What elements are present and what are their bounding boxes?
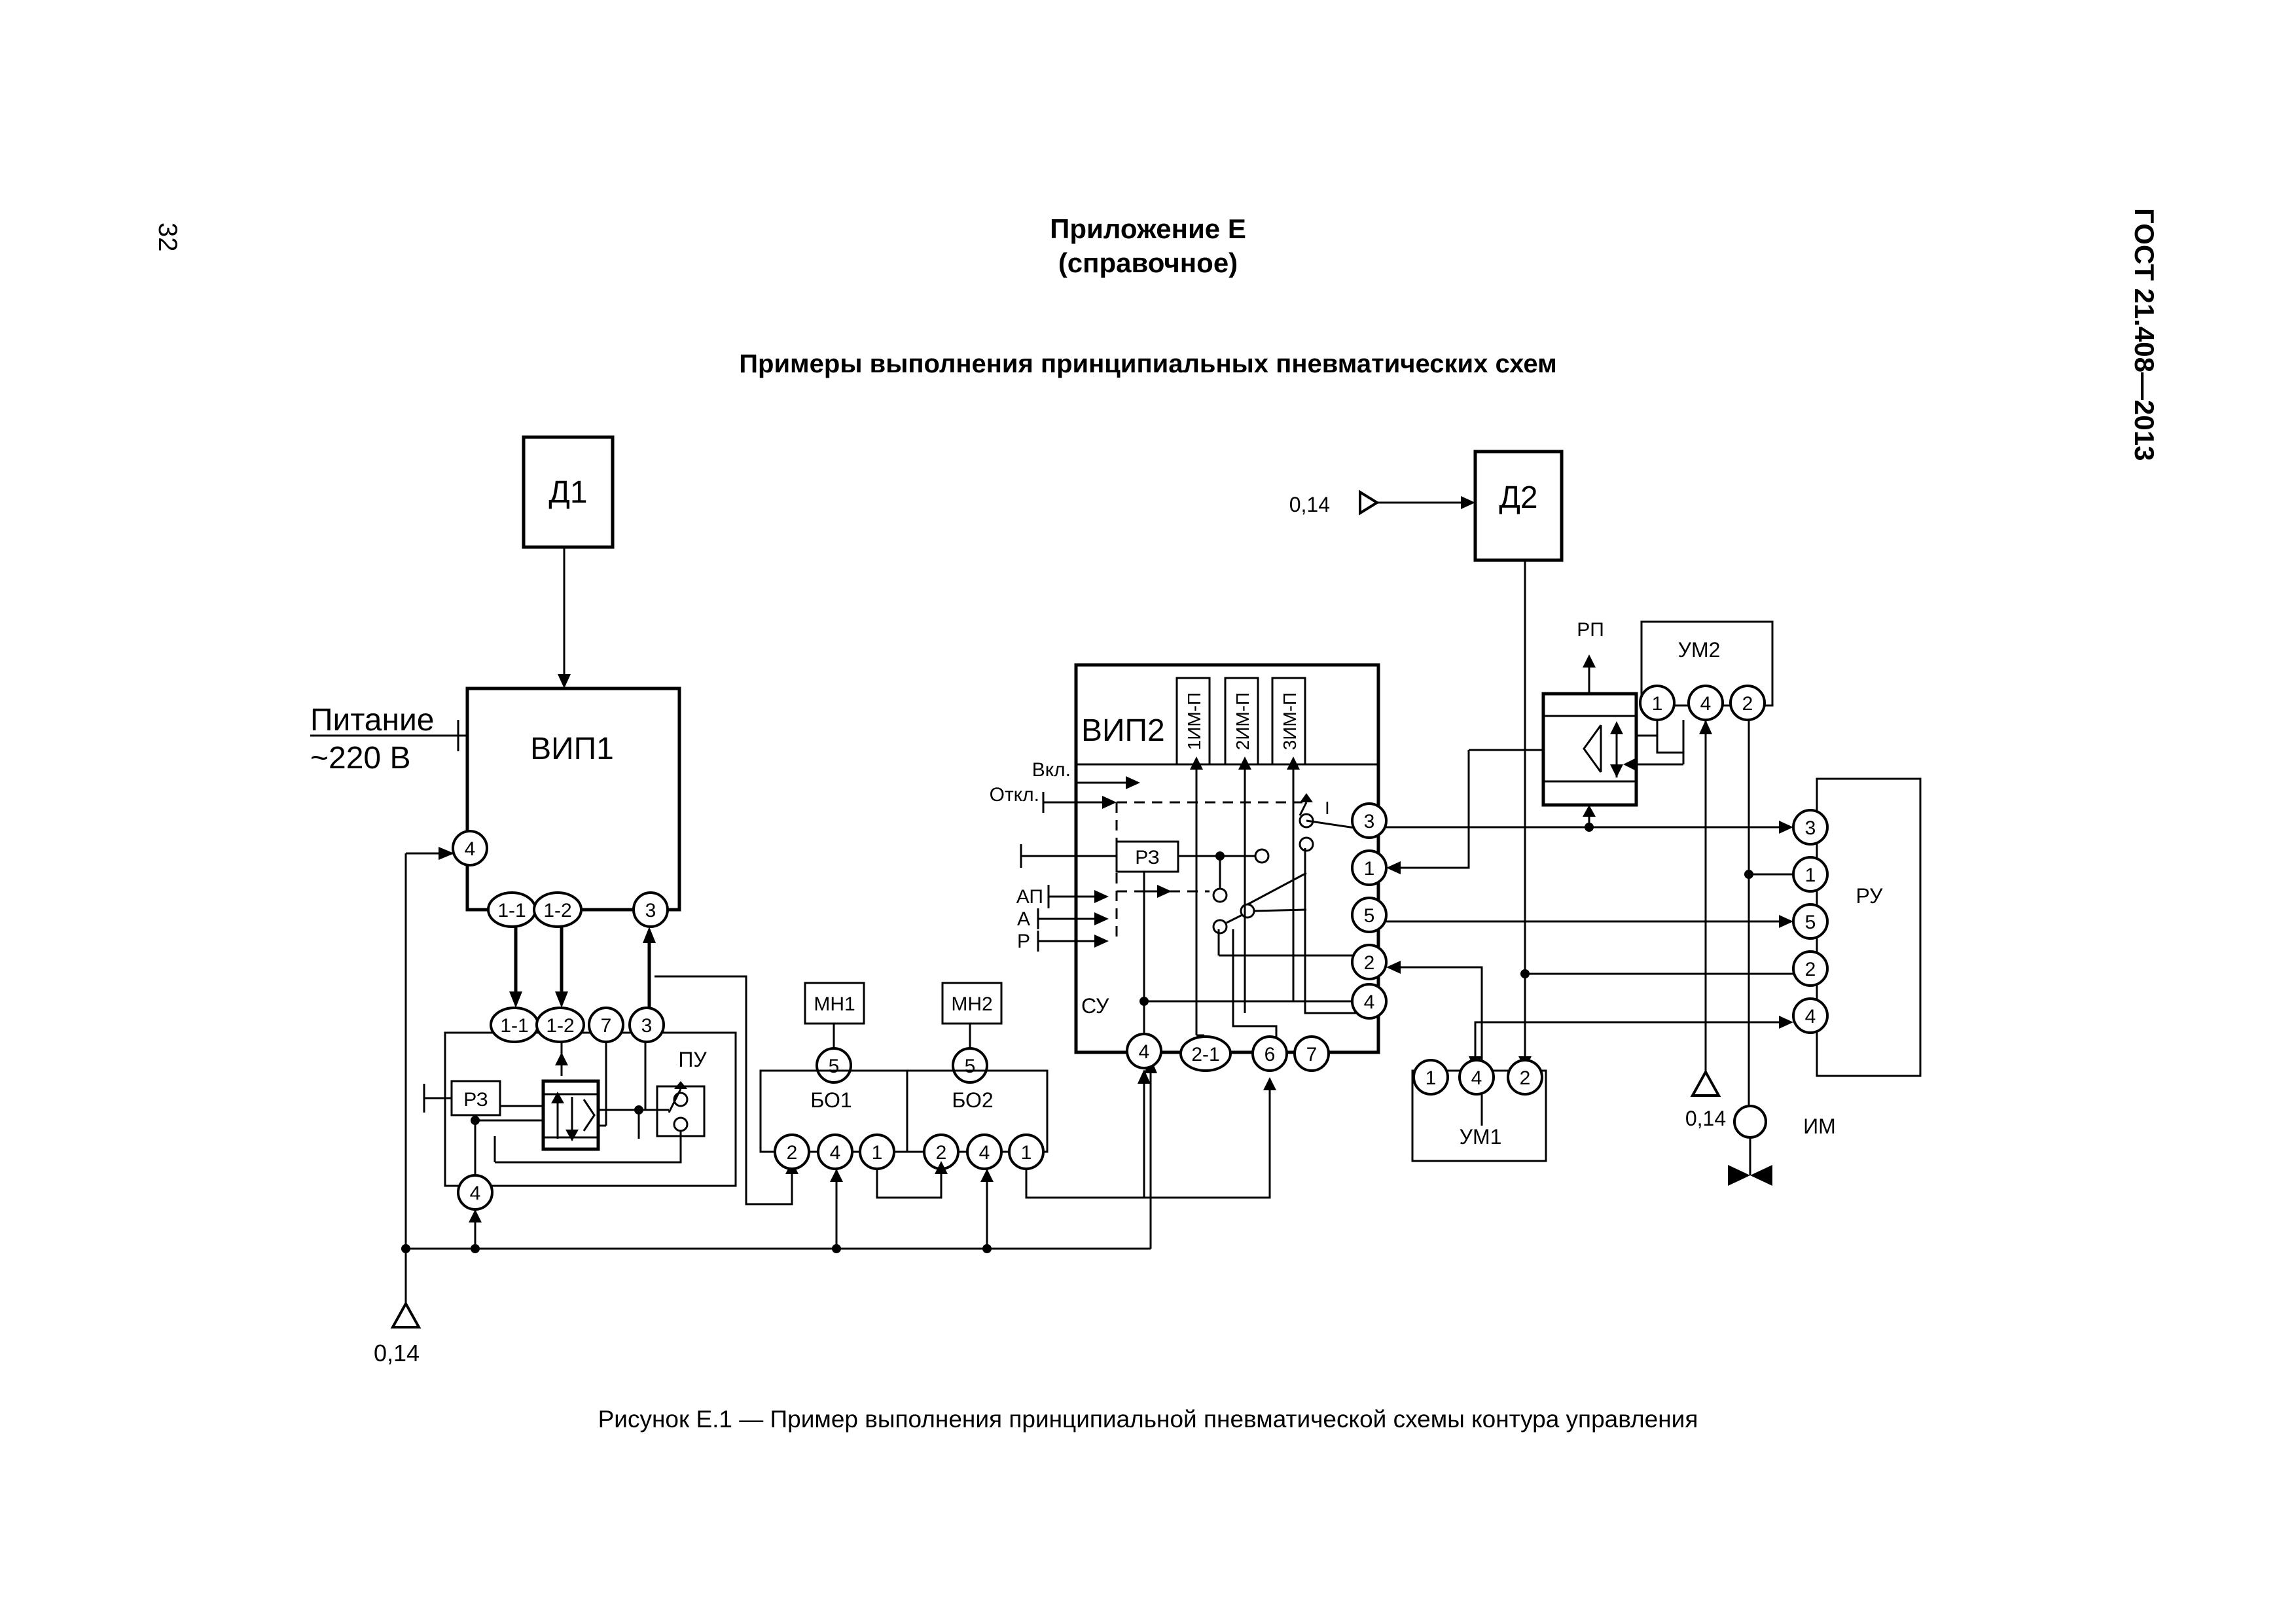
vip1-port-4: 4 <box>465 838 476 860</box>
sensor-d1-label: Д1 <box>548 475 587 510</box>
ru-label: РУ <box>1856 884 1884 908</box>
mode-r-label: Р <box>1017 931 1030 952</box>
um2-port-2: 2 <box>1742 693 1753 715</box>
vip2-port-1: 1 <box>1364 858 1375 880</box>
amplifier-um1: УМ1 <box>1411 1069 1547 1162</box>
ru-port-4: 4 <box>1805 1006 1816 1027</box>
appendix-note: (справочное) <box>1058 247 1238 278</box>
section-title: Примеры выполнения принципиальных пневма… <box>739 349 1557 378</box>
bo1-port-1: 1 <box>872 1142 883 1164</box>
su-label: СУ <box>1081 994 1109 1018</box>
bo2-port-4: 4 <box>979 1142 990 1164</box>
um1-label: УМ1 <box>1460 1125 1502 1149</box>
vip2-im-p3: 3ИМ-П <box>1280 692 1300 750</box>
mode-ap-label: АП <box>1016 886 1043 908</box>
relay-rp <box>1541 692 1638 807</box>
mode-a-label: А <box>1017 908 1030 930</box>
block-vip2: ВИП2 <box>1074 663 1380 1054</box>
um1-port-2: 2 <box>1520 1067 1531 1089</box>
vip2-port-5: 5 <box>1364 905 1375 927</box>
um2-port-4: 4 <box>1700 693 1712 715</box>
supply-left-label: 0,14 <box>374 1340 420 1366</box>
um2-label: УМ2 <box>1678 638 1721 662</box>
mn1-label: МН1 <box>814 993 855 1015</box>
pu-port-1-1: 1-1 <box>500 1015 528 1037</box>
vip1-label: ВИП1 <box>530 732 614 766</box>
um1-port-4: 4 <box>1471 1067 1482 1089</box>
figure-caption: Рисунок Е.1 — Пример выполнения принципи… <box>598 1406 1698 1433</box>
vip2-im-p1: 1ИМ-П <box>1184 692 1204 750</box>
supply-d2-label: 0,14 <box>1289 493 1330 516</box>
vip1-port-3: 3 <box>645 900 656 921</box>
vip1-port-1-1: 1-1 <box>497 900 526 921</box>
pu-port-1-2: 1-2 <box>546 1015 574 1037</box>
vip2-port-6: 6 <box>1265 1044 1276 1065</box>
relay-rp-label: РП <box>1577 619 1604 641</box>
pu-port-3: 3 <box>641 1015 653 1037</box>
vip1-port-1-2: 1-2 <box>543 900 571 921</box>
vip2-port-3: 3 <box>1364 811 1375 832</box>
manometer-mn1: МН1 <box>804 982 865 1025</box>
um2-port-1: 1 <box>1652 693 1663 715</box>
bo1-port-2: 2 <box>787 1142 798 1164</box>
vip2-port-4-bottom: 4 <box>1139 1041 1150 1063</box>
ru-port-3: 3 <box>1805 817 1816 839</box>
rz1-label: РЗ <box>463 1089 488 1111</box>
bo1-port-5: 5 <box>829 1056 840 1077</box>
bo2-port-1: 1 <box>1021 1142 1032 1164</box>
supply-im-label: 0,14 <box>1685 1107 1726 1130</box>
setpoint-rz1: РЗ <box>450 1080 501 1116</box>
sensor-d2: Д2 <box>1473 450 1564 562</box>
manometer-mn2: МН2 <box>941 982 1003 1025</box>
sensor-d2-label: Д2 <box>1499 480 1537 515</box>
vip2-port-2-1: 2-1 <box>1191 1044 1219 1065</box>
pu-port-4: 4 <box>470 1183 481 1204</box>
rz2-label: РЗ <box>1135 847 1159 868</box>
vip2-label: ВИП2 <box>1081 713 1165 748</box>
pu-port-7: 7 <box>601 1015 612 1037</box>
vip2-port-7: 7 <box>1306 1044 1318 1065</box>
sensor-d1: Д1 <box>522 435 615 549</box>
regulator-ru: РУ <box>1816 777 1922 1077</box>
bo2-label: БО2 <box>952 1088 993 1112</box>
ru-port-2: 2 <box>1805 959 1816 980</box>
setpoint-rz2: РЗ <box>1115 840 1179 873</box>
um1-port-1: 1 <box>1426 1067 1437 1089</box>
switch-on-label: Вкл. <box>1032 759 1071 781</box>
ru-port-5: 5 <box>1805 912 1816 933</box>
mn2-label: МН2 <box>951 993 992 1015</box>
power-label: Питание <box>310 703 434 738</box>
bo1-label: БО1 <box>810 1088 852 1112</box>
vip2-im-p2: 2ИМ-П <box>1232 692 1253 750</box>
bo2-port-5: 5 <box>965 1056 976 1077</box>
vip2-port-2: 2 <box>1364 952 1375 974</box>
bo2-port-2: 2 <box>936 1142 947 1164</box>
block-vip1: ВИП1 <box>465 687 681 912</box>
vip2-port-4: 4 <box>1364 991 1375 1013</box>
pu-label: ПУ <box>678 1048 707 1071</box>
roman-one-label: I <box>1325 798 1330 818</box>
switch-off-label: Откл. <box>990 784 1039 806</box>
power-voltage: ~220 В <box>310 741 410 776</box>
actuator-im-label: ИМ <box>1803 1115 1836 1138</box>
appendix-title: Приложение Е <box>1050 213 1246 244</box>
ru-port-1: 1 <box>1805 865 1816 886</box>
bo1-port-4: 4 <box>830 1142 841 1164</box>
